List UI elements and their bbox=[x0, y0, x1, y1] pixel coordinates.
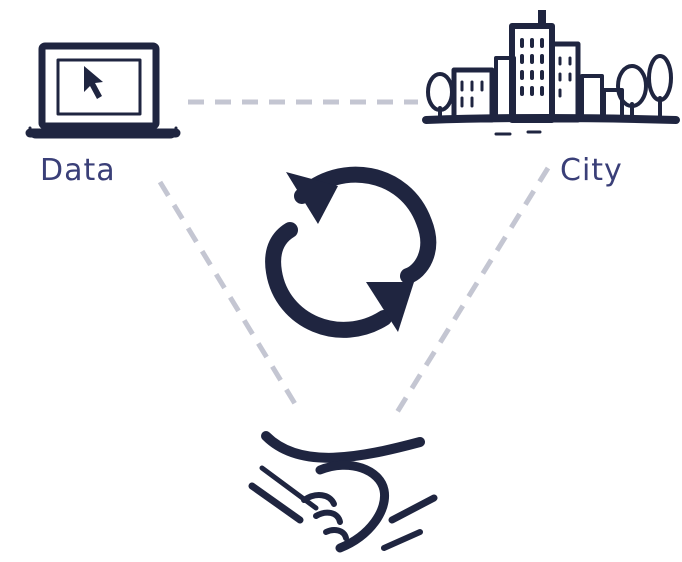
city-skyline-icon bbox=[422, 10, 680, 136]
label-data: Data bbox=[40, 153, 116, 188]
connector-city-handshake bbox=[393, 166, 551, 416]
label-city: City bbox=[560, 153, 623, 188]
cycle-arrows-icon bbox=[265, 166, 437, 338]
connectors bbox=[157, 99, 551, 416]
connector-data-handshake bbox=[157, 180, 303, 414]
handshake-icon bbox=[248, 431, 438, 553]
laptop-icon bbox=[25, 42, 181, 139]
